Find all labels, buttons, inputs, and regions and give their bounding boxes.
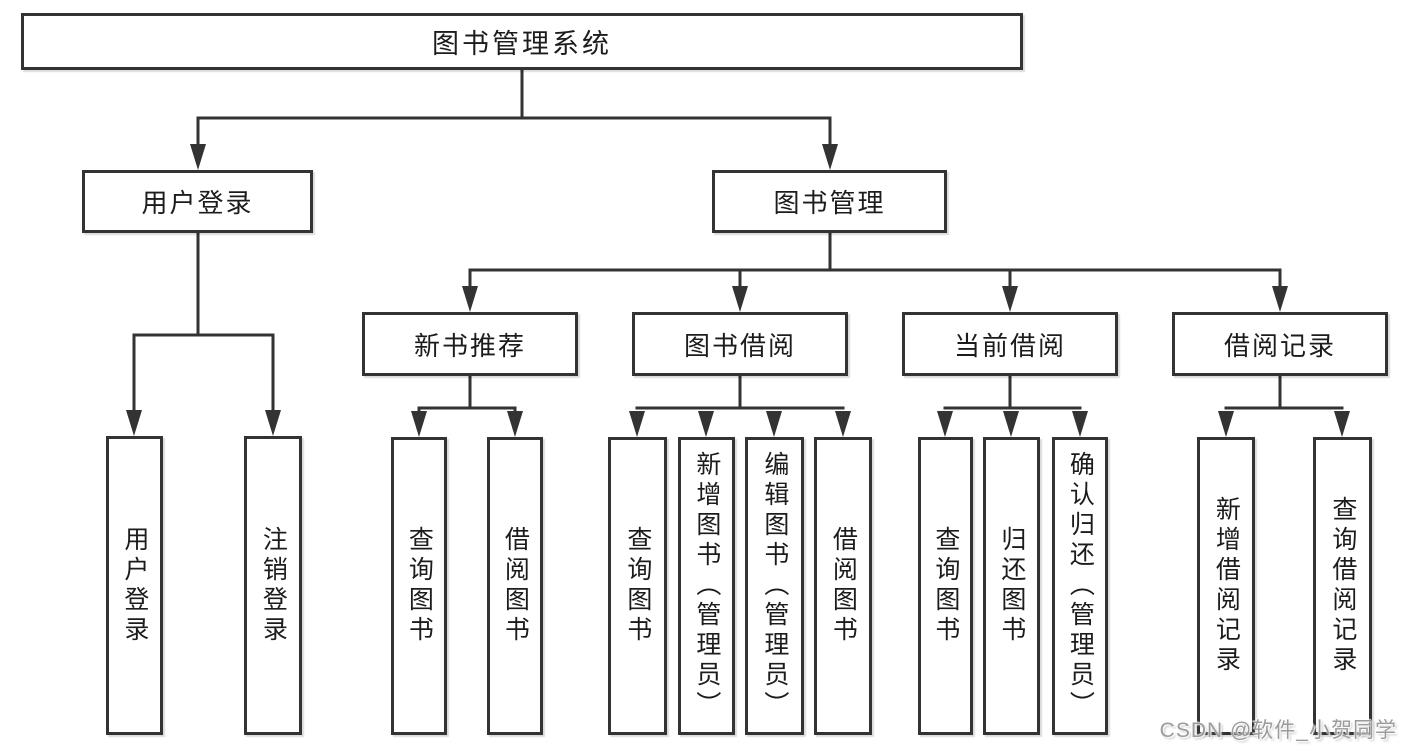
node-label: 注销登录 bbox=[259, 525, 288, 646]
node-label: 借阅记录 bbox=[1223, 330, 1336, 361]
node-borrowing-records: 借阅记录 bbox=[1172, 312, 1388, 376]
node-user-login-branch: 用户登录 bbox=[82, 170, 313, 233]
node-library-management-system: 图书管理系统 bbox=[21, 13, 1023, 70]
node-add-borrow-record: 新增借阅记录 bbox=[1197, 437, 1255, 735]
node-label: 用户登录 bbox=[120, 525, 149, 646]
node-label: 新书推荐 bbox=[413, 330, 526, 361]
node-label: 查询图书 bbox=[931, 526, 960, 646]
node-label: 图书管理 bbox=[773, 188, 886, 218]
node-label: 图书管理系统 bbox=[432, 29, 612, 59]
node-label: 新增图书（管理员） bbox=[692, 451, 721, 721]
node-query-books-current: 查询图书 bbox=[918, 437, 973, 735]
node-borrow-books-recommend: 借阅图书 bbox=[487, 437, 543, 735]
node-user-login-leaf: 用户登录 bbox=[106, 436, 163, 735]
node-label: 借阅图书 bbox=[501, 526, 530, 646]
node-book-borrowing: 图书借阅 bbox=[632, 312, 848, 376]
node-label: 查询图书 bbox=[623, 526, 652, 646]
node-label: 当前借阅 bbox=[953, 330, 1066, 361]
node-add-books-admin: 新增图书（管理员） bbox=[678, 437, 735, 735]
node-edit-books-admin: 编辑图书（管理员） bbox=[745, 437, 804, 735]
node-label: 用户登录 bbox=[141, 188, 254, 218]
node-query-books-borrowing: 查询图书 bbox=[608, 437, 667, 735]
csdn-watermark: CSDN @软件_小贺同学 bbox=[1159, 719, 1397, 742]
node-label: 借阅图书 bbox=[829, 526, 858, 646]
node-label: 查询借阅记录 bbox=[1328, 496, 1357, 676]
node-book-management-branch: 图书管理 bbox=[712, 170, 947, 233]
node-label: 新增借阅记录 bbox=[1212, 496, 1241, 676]
node-borrow-books-leaf: 借阅图书 bbox=[814, 437, 872, 735]
node-return-books: 归还图书 bbox=[983, 437, 1040, 735]
node-confirm-return-admin: 确认归还（管理员） bbox=[1052, 437, 1108, 735]
node-new-book-recommendation: 新书推荐 bbox=[362, 312, 578, 376]
node-query-borrow-record: 查询借阅记录 bbox=[1313, 437, 1372, 735]
node-label: 查询图书 bbox=[405, 526, 434, 646]
node-logout-leaf: 注销登录 bbox=[244, 436, 302, 735]
node-query-books-recommend: 查询图书 bbox=[391, 437, 447, 735]
node-label: 归还图书 bbox=[997, 526, 1026, 646]
node-label: 图书借阅 bbox=[683, 330, 796, 361]
node-label: 确认归还（管理员） bbox=[1066, 451, 1095, 721]
node-current-borrowing: 当前借阅 bbox=[902, 312, 1118, 376]
node-label: 编辑图书（管理员） bbox=[760, 451, 789, 721]
